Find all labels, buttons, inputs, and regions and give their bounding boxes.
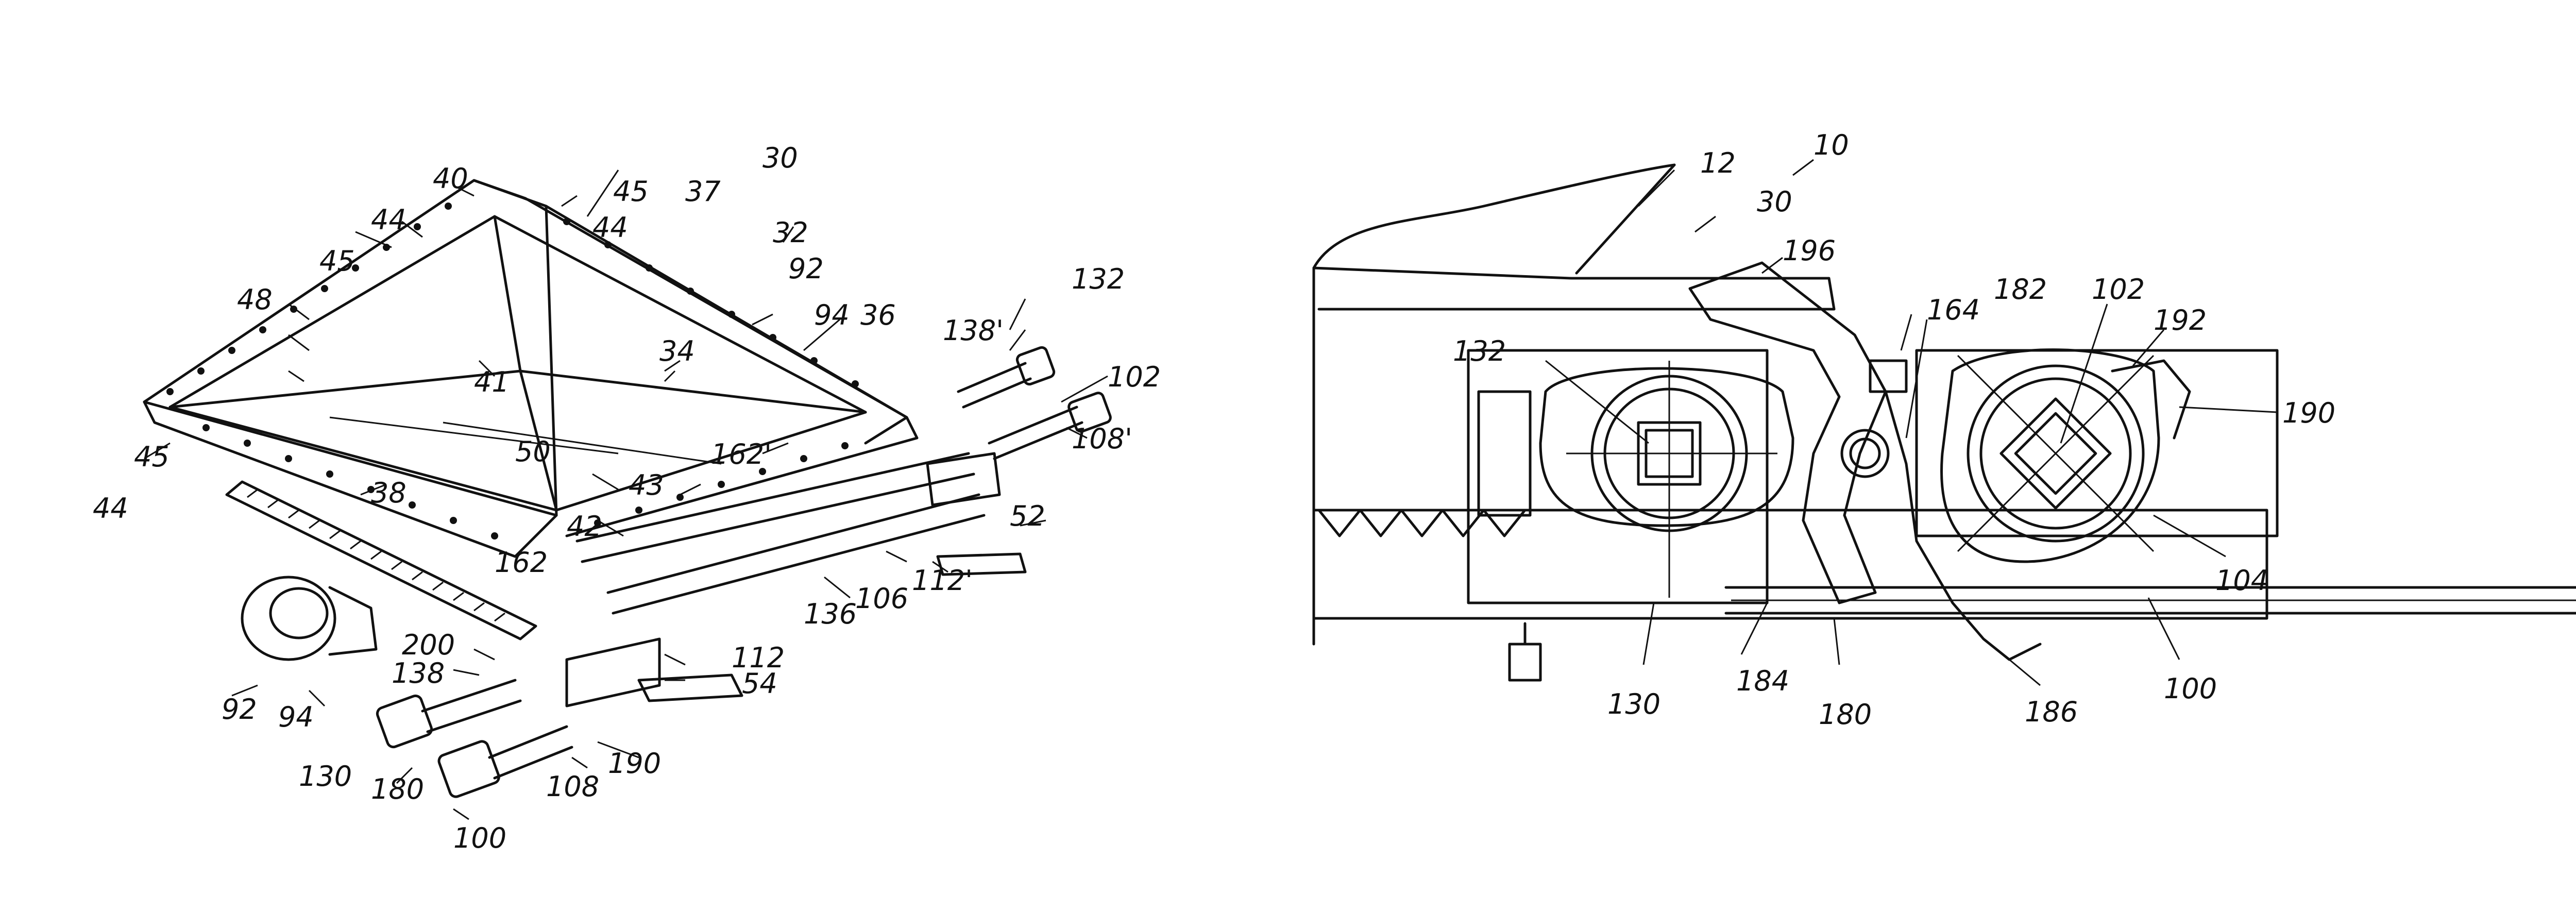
- left-centerlines: [1566, 361, 1777, 598]
- label-164: 164: [1927, 294, 1980, 326]
- label-102: 102: [1108, 361, 1161, 393]
- label-42: 42: [567, 510, 602, 543]
- label-112p: 112': [912, 564, 973, 597]
- label-37: 37: [685, 175, 721, 208]
- label-130: 130: [299, 760, 352, 793]
- label-180b: 180: [1819, 698, 1872, 731]
- label-50: 50: [515, 435, 551, 468]
- left-housing-side: [1479, 392, 1530, 515]
- label-48: 48: [237, 283, 273, 316]
- cabinet-top-contour: [1314, 165, 1674, 268]
- label-130b: 130: [1607, 688, 1660, 720]
- label-162p: 162': [711, 438, 772, 470]
- label-132: 132: [1072, 263, 1125, 295]
- label-45b: 45: [319, 245, 355, 277]
- label-200: 200: [402, 629, 455, 661]
- label-100: 100: [453, 822, 506, 854]
- label-184: 184: [1736, 665, 1789, 697]
- label-41: 41: [474, 366, 510, 398]
- label-138p: 138': [943, 314, 1004, 347]
- label-190: 190: [608, 747, 661, 780]
- label-44: 44: [371, 204, 406, 236]
- label-182: 182: [1994, 273, 2047, 306]
- label-192: 192: [2154, 304, 2207, 336]
- label-45: 45: [613, 175, 649, 208]
- hopper-floor-line-2: [330, 417, 618, 453]
- left-housing: [1468, 350, 1767, 603]
- end-bracket-right: [927, 453, 999, 505]
- switch-164: [1870, 361, 1906, 392]
- hopper-flange-right: [546, 206, 917, 536]
- label-108: 108: [546, 770, 599, 803]
- label-108p: 108': [1072, 423, 1132, 455]
- right-centerlines: [1958, 356, 2154, 551]
- hopper-slope-right: [520, 371, 866, 412]
- label-38: 38: [371, 477, 406, 509]
- label-132b: 132: [1453, 335, 1506, 367]
- label-10: 10: [1814, 129, 1849, 161]
- label-138: 138: [392, 657, 445, 689]
- motor: [242, 577, 376, 660]
- label-136: 136: [804, 598, 857, 630]
- label-196: 196: [1783, 234, 1836, 267]
- label-100b: 100: [2164, 672, 2217, 705]
- label-36: 36: [860, 299, 896, 331]
- label-106: 106: [855, 582, 908, 615]
- section-figure: 10 12 30 196 164 182 102 192 132 190 104…: [1314, 129, 2576, 731]
- label-92b: 92: [222, 693, 257, 726]
- hopper-rim: [144, 180, 556, 515]
- label-30: 30: [762, 142, 798, 174]
- left-cam-plate: [1540, 368, 1793, 526]
- label-162: 162: [495, 546, 548, 579]
- label-44b: 44: [592, 211, 628, 244]
- label-102b: 102: [2092, 273, 2145, 306]
- label-180: 180: [371, 773, 424, 805]
- right-cam-plate: [1942, 350, 2159, 562]
- hopper-floor-line: [443, 423, 721, 464]
- isometric-figure: 40 45 44 45 44 37 30 32 92 94 36 34 48 4…: [93, 142, 1161, 854]
- label-45c: 45: [134, 441, 170, 473]
- label-44c: 44: [93, 492, 128, 525]
- label-92: 92: [788, 252, 824, 285]
- pivot-pin: [1842, 430, 1888, 477]
- label-52: 52: [1010, 500, 1045, 532]
- label-54: 54: [742, 667, 777, 700]
- label-12: 12: [1700, 147, 1736, 179]
- label-34: 34: [659, 335, 695, 367]
- label-30b: 30: [1757, 186, 1792, 218]
- gear-rack-teeth: [247, 490, 505, 621]
- base-plate: [639, 675, 742, 701]
- label-32: 32: [773, 216, 808, 249]
- label-94: 94: [814, 299, 850, 331]
- label-43: 43: [629, 469, 664, 501]
- right-housing: [1917, 350, 2277, 536]
- label-94b: 94: [278, 701, 314, 733]
- mount-bracket: [1510, 623, 1540, 680]
- label-40: 40: [433, 162, 468, 195]
- label-104: 104: [2215, 564, 2268, 597]
- label-186: 186: [2025, 696, 2078, 728]
- cabinet-ledge: [1314, 268, 1834, 309]
- label-190b: 190: [2282, 397, 2335, 429]
